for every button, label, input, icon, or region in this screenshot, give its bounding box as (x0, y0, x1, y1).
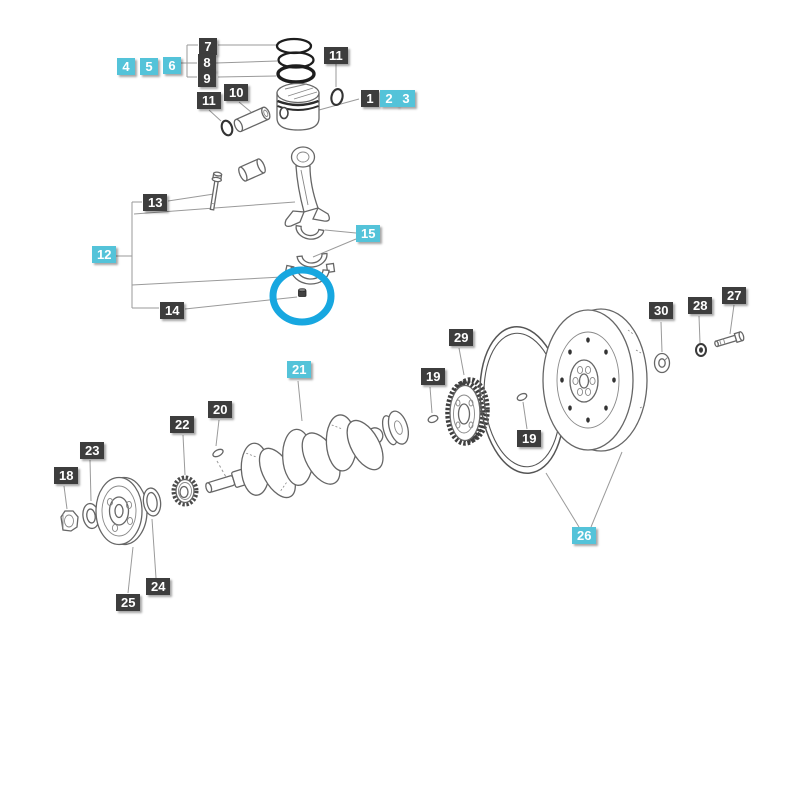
part-label-27: 27 (722, 287, 747, 304)
dowel-pin-flywheel (516, 392, 528, 402)
part-label-28: 28 (688, 297, 713, 314)
part-label-12: 12 (92, 246, 117, 263)
circlip-right (330, 88, 344, 106)
bearing-shell-lower (296, 252, 328, 268)
part-label-29: 29 (449, 329, 474, 346)
part-label-2: 2 (380, 90, 398, 107)
part-label-22: 22 (170, 416, 195, 433)
part-label-18: 18 (54, 467, 79, 484)
part-label-8: 8 (198, 54, 216, 71)
part-label-1: 1 (361, 90, 379, 107)
part-label-9: 9 (198, 70, 216, 87)
piston-rings (275, 37, 316, 84)
part-label-5: 5 (140, 58, 158, 75)
part-label-30: 30 (649, 302, 674, 319)
part-label-11-right: 11 (324, 47, 348, 64)
washer-30 (653, 352, 671, 374)
woodruff-key (212, 448, 224, 458)
rod-bolt (209, 171, 223, 211)
small-end-bushing (238, 158, 266, 182)
part-label-20: 20 (208, 401, 233, 418)
part-label-3: 3 (397, 90, 415, 107)
highlight-circle (269, 266, 335, 326)
part-label-25: 25 (116, 594, 141, 611)
part-label-23: 23 (80, 442, 105, 459)
leader-lines (63, 44, 735, 594)
piston (276, 82, 320, 131)
part-label-13: 13 (143, 194, 168, 211)
flywheel-bolt-27 (714, 331, 745, 348)
part-label-11-left: 11 (197, 92, 221, 109)
circlip-left (220, 119, 234, 137)
part-label-21: 21 (287, 361, 312, 378)
lock-nut-28 (695, 343, 707, 357)
part-label-19-crank: 19 (421, 368, 446, 385)
spacer-ring-24 (142, 487, 162, 517)
part-label-24: 24 (146, 578, 171, 595)
crank-pulley (95, 476, 148, 546)
crankshaft (205, 410, 410, 499)
rod-nut (298, 288, 307, 297)
part-label-15: 15 (356, 225, 381, 242)
dowel-pin-crank (427, 414, 439, 424)
part-label-26: 26 (572, 527, 597, 544)
crank-timing-gear (171, 475, 199, 507)
part-label-14: 14 (160, 302, 185, 319)
connecting-rod (284, 146, 330, 228)
bearing-shell-upper (295, 224, 325, 240)
part-label-7: 7 (199, 38, 217, 55)
flywheel (542, 308, 648, 452)
nut-18 (60, 510, 79, 532)
part-label-4: 4 (117, 58, 135, 75)
part-label-6: 6 (163, 57, 181, 74)
part-label-10: 10 (224, 84, 249, 101)
flexplate-gear-29 (445, 377, 490, 446)
part-label-19-flywheel: 19 (517, 430, 542, 447)
piston-pin (233, 106, 271, 133)
